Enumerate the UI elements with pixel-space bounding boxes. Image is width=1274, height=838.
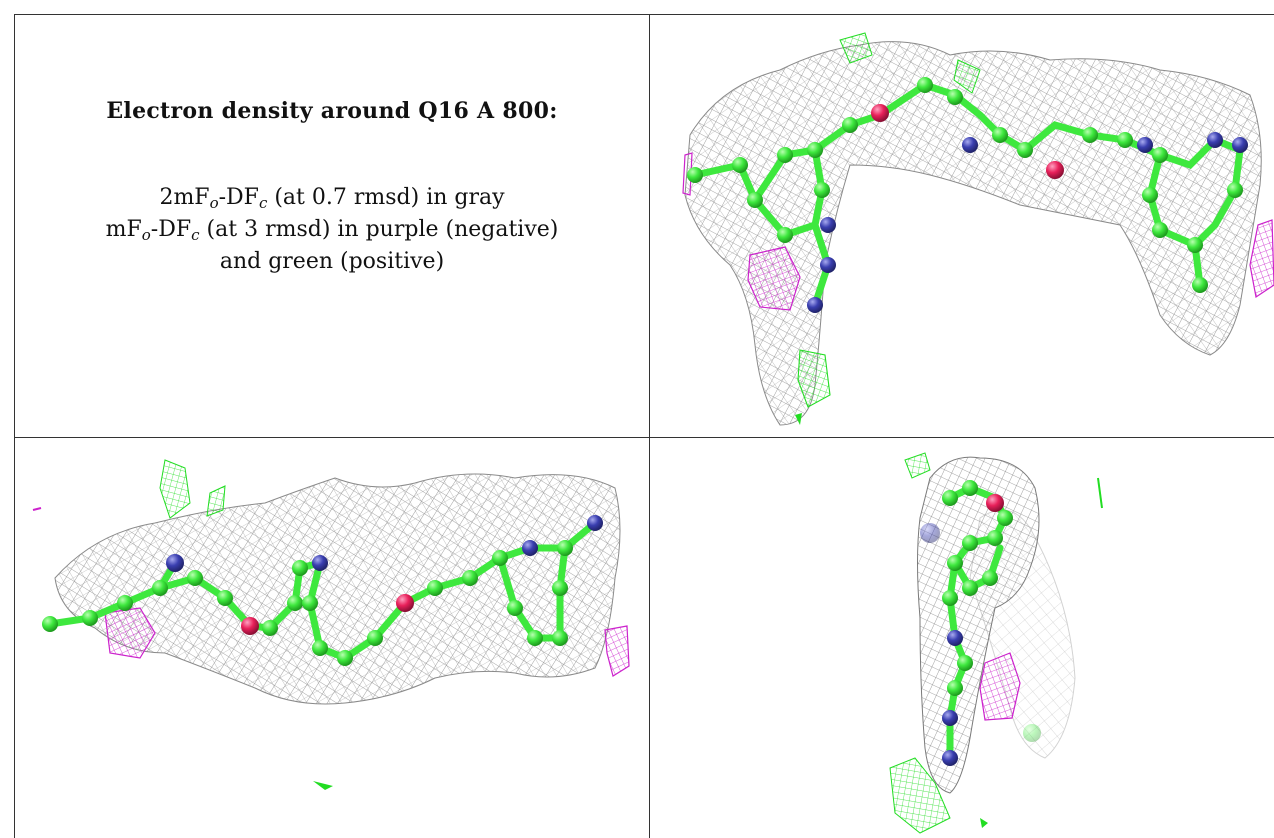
legend-line-2fofc: 2mFo-DFc (at 0.7 rmsd) in gray (159, 185, 505, 212)
negative-density-blob (604, 625, 630, 677)
caption-cell: Electron density around Q16 A 800: 2mFo-… (15, 15, 649, 437)
figure-table: Electron density around Q16 A 800: 2mFo-… (14, 14, 1274, 838)
ligand-atoms-end-on (920, 480, 1041, 766)
positive-density-blob (953, 59, 981, 94)
negative-density-blob (104, 607, 156, 659)
table-row-divider (14, 437, 1274, 438)
density-image-front (682, 32, 1274, 426)
density-image-side (32, 459, 630, 790)
density-view-end-on (650, 438, 1274, 838)
negative-density-blob (1249, 219, 1274, 299)
table-border-left (14, 14, 15, 838)
legend-line-colors: and green (positive) (219, 249, 445, 274)
negative-density-blob (682, 152, 693, 196)
table-column-divider (649, 14, 650, 838)
figure-title: Electron density around Q16 A 800: (106, 98, 558, 124)
density-view-front (650, 15, 1274, 437)
negative-density-blob (747, 246, 801, 311)
ligand-atoms-side (42, 515, 603, 666)
positive-density-blob (797, 349, 831, 408)
positive-density-blob (159, 459, 191, 519)
density-mesh-2fofc (917, 456, 1040, 794)
negative-density-blob (979, 652, 1021, 721)
positive-density-blob (904, 452, 931, 479)
density-image-end-on (889, 452, 1103, 834)
density-view-side (15, 438, 649, 838)
legend-text: 2mFo-DFc (at 0.7 rmsd) in gray mFo-DFc (… (106, 182, 559, 278)
positive-density-blob (839, 32, 873, 64)
ligand-atoms-front (687, 77, 1248, 313)
positive-density-blob (889, 757, 951, 834)
positive-density-blob (206, 485, 226, 517)
legend-line-fofc: mFo-DFc (at 3 rmsd) in purple (negative) (105, 217, 559, 244)
table-border-top (14, 14, 1274, 15)
